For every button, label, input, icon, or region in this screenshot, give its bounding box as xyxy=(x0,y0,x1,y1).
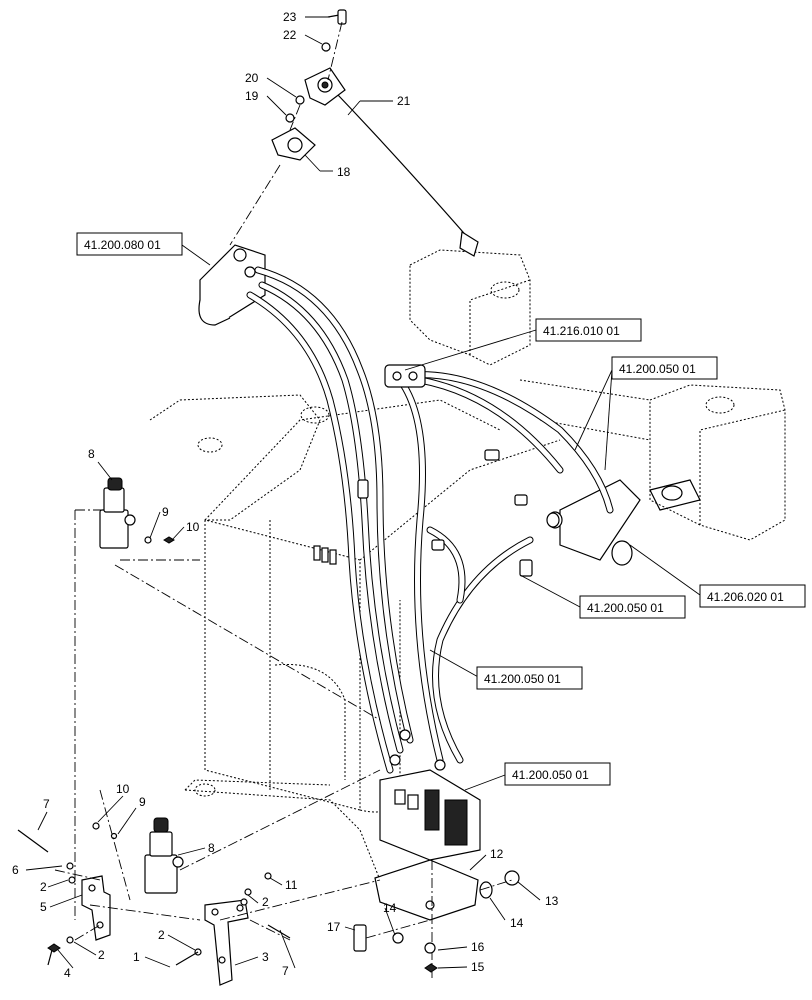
callout-2-b: 2 xyxy=(262,895,269,909)
callout-5: 5 xyxy=(40,900,47,914)
callout-2-d: 2 xyxy=(98,948,105,962)
callout-14-right: 14 xyxy=(510,916,524,930)
callout-12: 12 xyxy=(490,847,504,861)
ref-box-41-200-080-01[interactable]: 41.200.080 01 xyxy=(76,232,183,256)
bracket-5 xyxy=(81,875,111,941)
callout-9-lower: 9 xyxy=(139,795,146,809)
ref-label: 41.200.080 01 xyxy=(84,238,161,252)
ref-label: 41.216.010 01 xyxy=(543,324,620,338)
callout-3: 3 xyxy=(262,950,269,964)
callout-14-left: 14 xyxy=(383,901,397,915)
upper-manifold xyxy=(198,244,266,326)
ref-label: 41.200.050 01 xyxy=(484,672,561,686)
fittings xyxy=(313,449,560,577)
callout-22: 22 xyxy=(283,28,297,42)
callout-21: 21 xyxy=(397,94,411,108)
ref-label: 41.200.050 01 xyxy=(619,362,696,376)
callout-19: 19 xyxy=(245,89,259,103)
callout-1: 1 xyxy=(133,950,140,964)
ref-box-41-200-050-01-d[interactable]: 41.200.050 01 xyxy=(504,762,611,786)
callout-10-upper: 10 xyxy=(186,520,200,534)
callout-8-lower: 8 xyxy=(208,841,215,855)
callout-7-left: 7 xyxy=(43,797,50,811)
ref-label: 41.200.050 01 xyxy=(512,768,589,782)
callout-2-c: 2 xyxy=(158,928,165,942)
bracket-3 xyxy=(204,899,249,986)
ref-box-41-200-050-01-c[interactable]: 41.200.050 01 xyxy=(476,666,583,690)
callout-17: 17 xyxy=(327,920,341,934)
ref-box-41-200-050-01-b[interactable]: 41.200.050 01 xyxy=(579,595,686,619)
assembly-lines xyxy=(54,21,513,941)
callout-8-upper: 8 xyxy=(88,447,95,461)
callout-20: 20 xyxy=(245,71,259,85)
ref-box-41-200-050-01-a[interactable]: 41.200.050 01 xyxy=(611,356,718,380)
ref-label: 41.206.020 01 xyxy=(707,590,784,604)
callout-16: 16 xyxy=(471,940,485,954)
callout-23: 23 xyxy=(283,10,297,24)
lower-valve-block xyxy=(379,729,481,861)
ref-label: 41.200.050 01 xyxy=(587,601,664,615)
chassis-frame xyxy=(149,249,786,881)
callout-18: 18 xyxy=(337,165,351,179)
callout-6: 6 xyxy=(12,863,19,877)
callout-13: 13 xyxy=(545,894,559,908)
ref-box-41-216-010-01[interactable]: 41.216.010 01 xyxy=(535,318,642,342)
callout-9-upper: 9 xyxy=(162,505,169,519)
callout-numbers: 23 22 21 20 19 18 8 9 10 7 10 9 8 6 2 5 … xyxy=(12,10,559,980)
leader-lines xyxy=(25,16,701,969)
callout-4: 4 xyxy=(64,966,71,980)
hydraulic-hoses xyxy=(246,266,614,774)
ref-box-41-206-020-01[interactable]: 41.206.020 01 xyxy=(699,584,806,608)
solenoid-valve-upper xyxy=(99,477,136,549)
callout-7-bottom: 7 xyxy=(282,964,289,978)
solenoid-valve-lower xyxy=(144,817,184,894)
callout-10-lower: 10 xyxy=(116,782,130,796)
hardware xyxy=(17,536,520,973)
callout-2-a: 2 xyxy=(40,880,47,894)
bracket-12 xyxy=(374,859,479,980)
sensor-assembly xyxy=(271,9,479,257)
callout-15: 15 xyxy=(471,960,485,974)
callout-11: 11 xyxy=(285,878,298,892)
